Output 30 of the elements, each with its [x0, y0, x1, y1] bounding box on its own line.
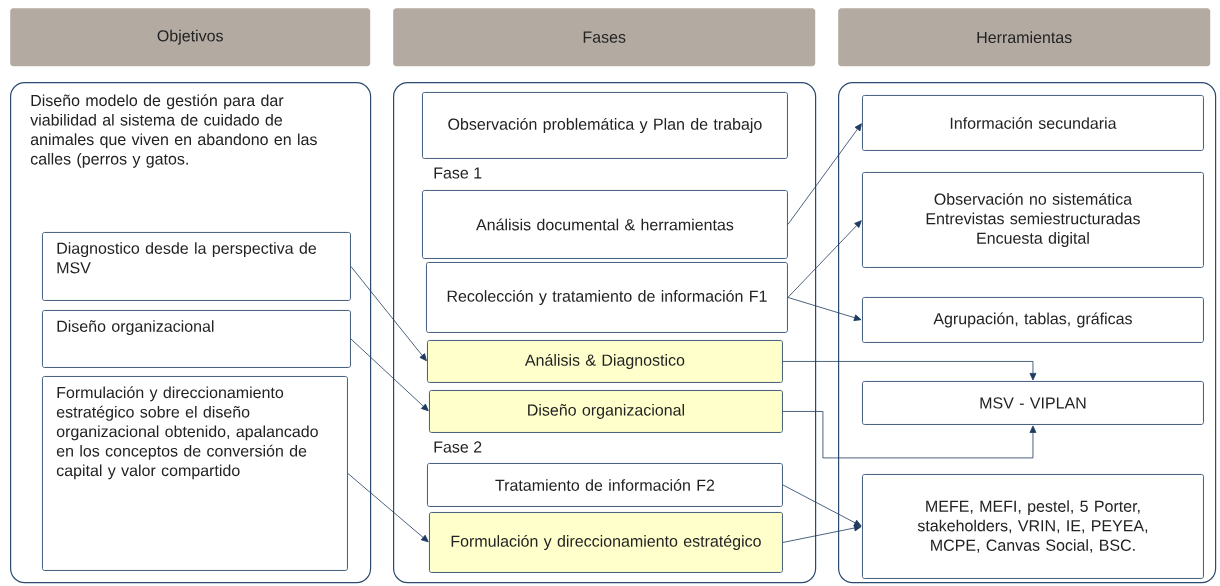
arrow	[350, 338, 429, 412]
objective-box: Diagnostico desde la perspectiva de MSV	[42, 232, 351, 301]
phase-label: Fase 1	[434, 167, 482, 179]
tool-box: Información secundaria	[862, 95, 1204, 151]
objective-box: Diseño organizacional	[42, 310, 351, 368]
tool-box: MEFE, MEFI, pestel, 5 Porter, stakeholders, VRIN, IE, PEYEA, MCPE, Canvas Social, BSC.	[862, 474, 1204, 579]
arrow	[782, 484, 862, 527]
phase-box: Análisis & Diagnostico	[427, 340, 783, 383]
arrow	[350, 266, 427, 362]
phase-box: Recolección y tratamiento de información F1	[426, 262, 788, 333]
tool-box: Agrupación, tablas, gráficas	[862, 297, 1204, 343]
header-band: Objetivos	[10, 8, 371, 67]
phase-box: Diseño organizacional	[429, 390, 783, 433]
phase-box: Formulación y direccionamiento estratégico	[429, 512, 783, 573]
arrow	[782, 361, 1037, 381]
arrow	[782, 411, 1037, 459]
tool-box: MSV - VIPLAN	[862, 381, 1204, 425]
arrow	[787, 123, 862, 225]
tool-box: Observación no sistemática Entrevistas semiestructuradas Encuesta digital	[862, 172, 1204, 268]
phase-label: Fase 2	[434, 441, 482, 453]
arrow	[787, 297, 862, 321]
phase-box: Tratamiento de información F2	[427, 463, 783, 507]
objective-box: Formulación y direccionamiento estratégico sobre el diseño organizacional obtenido, apalancado en los conceptos de conversión de capital y valor compartido	[42, 376, 348, 571]
arrow	[787, 220, 862, 298]
arrow	[347, 473, 429, 543]
phase-box: Análisis documental & herramientas	[422, 190, 788, 259]
header-band: Fases	[393, 8, 816, 67]
phase-box: Observación problemática y Plan de trabajo	[422, 92, 788, 159]
arrow	[782, 524, 862, 543]
header-band: Herramientas	[838, 8, 1211, 67]
